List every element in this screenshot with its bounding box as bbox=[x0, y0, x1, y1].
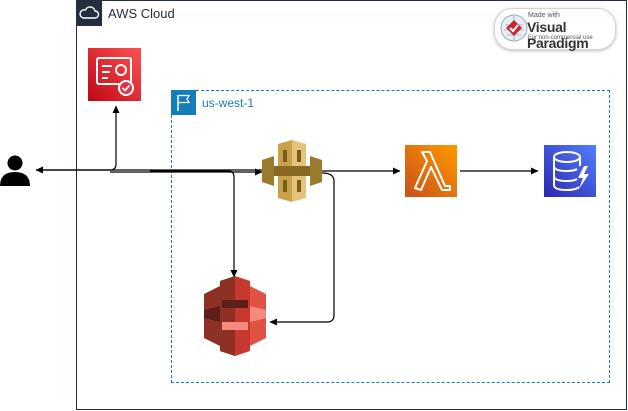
watermark-brand: Visual Paradigm bbox=[527, 19, 589, 51]
visual-paradigm-logo-icon bbox=[500, 14, 528, 42]
watermark-made-with: Made with bbox=[528, 12, 560, 19]
edge-user-to-s3 bbox=[150, 170, 238, 278]
dynamodb-icon[interactable] bbox=[544, 145, 596, 197]
watermark-non-commercial: For non-commercial use bbox=[528, 35, 593, 41]
cloud-badge bbox=[76, 0, 102, 26]
visual-paradigm-watermark bbox=[494, 8, 616, 50]
api-gateway-icon[interactable] bbox=[262, 140, 322, 202]
edge-user-to-certificate bbox=[36, 105, 120, 171]
aws-cloud-group bbox=[76, 0, 627, 410]
cloud-icon bbox=[79, 6, 100, 19]
s3-bucket-icon[interactable] bbox=[204, 276, 266, 356]
certificate-manager-icon[interactable] bbox=[88, 48, 141, 101]
region-badge bbox=[171, 90, 196, 115]
region-title: us-west-1 bbox=[202, 96, 255, 110]
aws-cloud-title: AWS Cloud bbox=[108, 6, 175, 21]
lambda-icon[interactable] bbox=[405, 145, 457, 197]
user-icon[interactable] bbox=[0, 155, 30, 187]
flag-icon bbox=[177, 94, 191, 111]
region-group bbox=[171, 90, 610, 383]
edge-gateway-to-s3 bbox=[269, 172, 335, 326]
